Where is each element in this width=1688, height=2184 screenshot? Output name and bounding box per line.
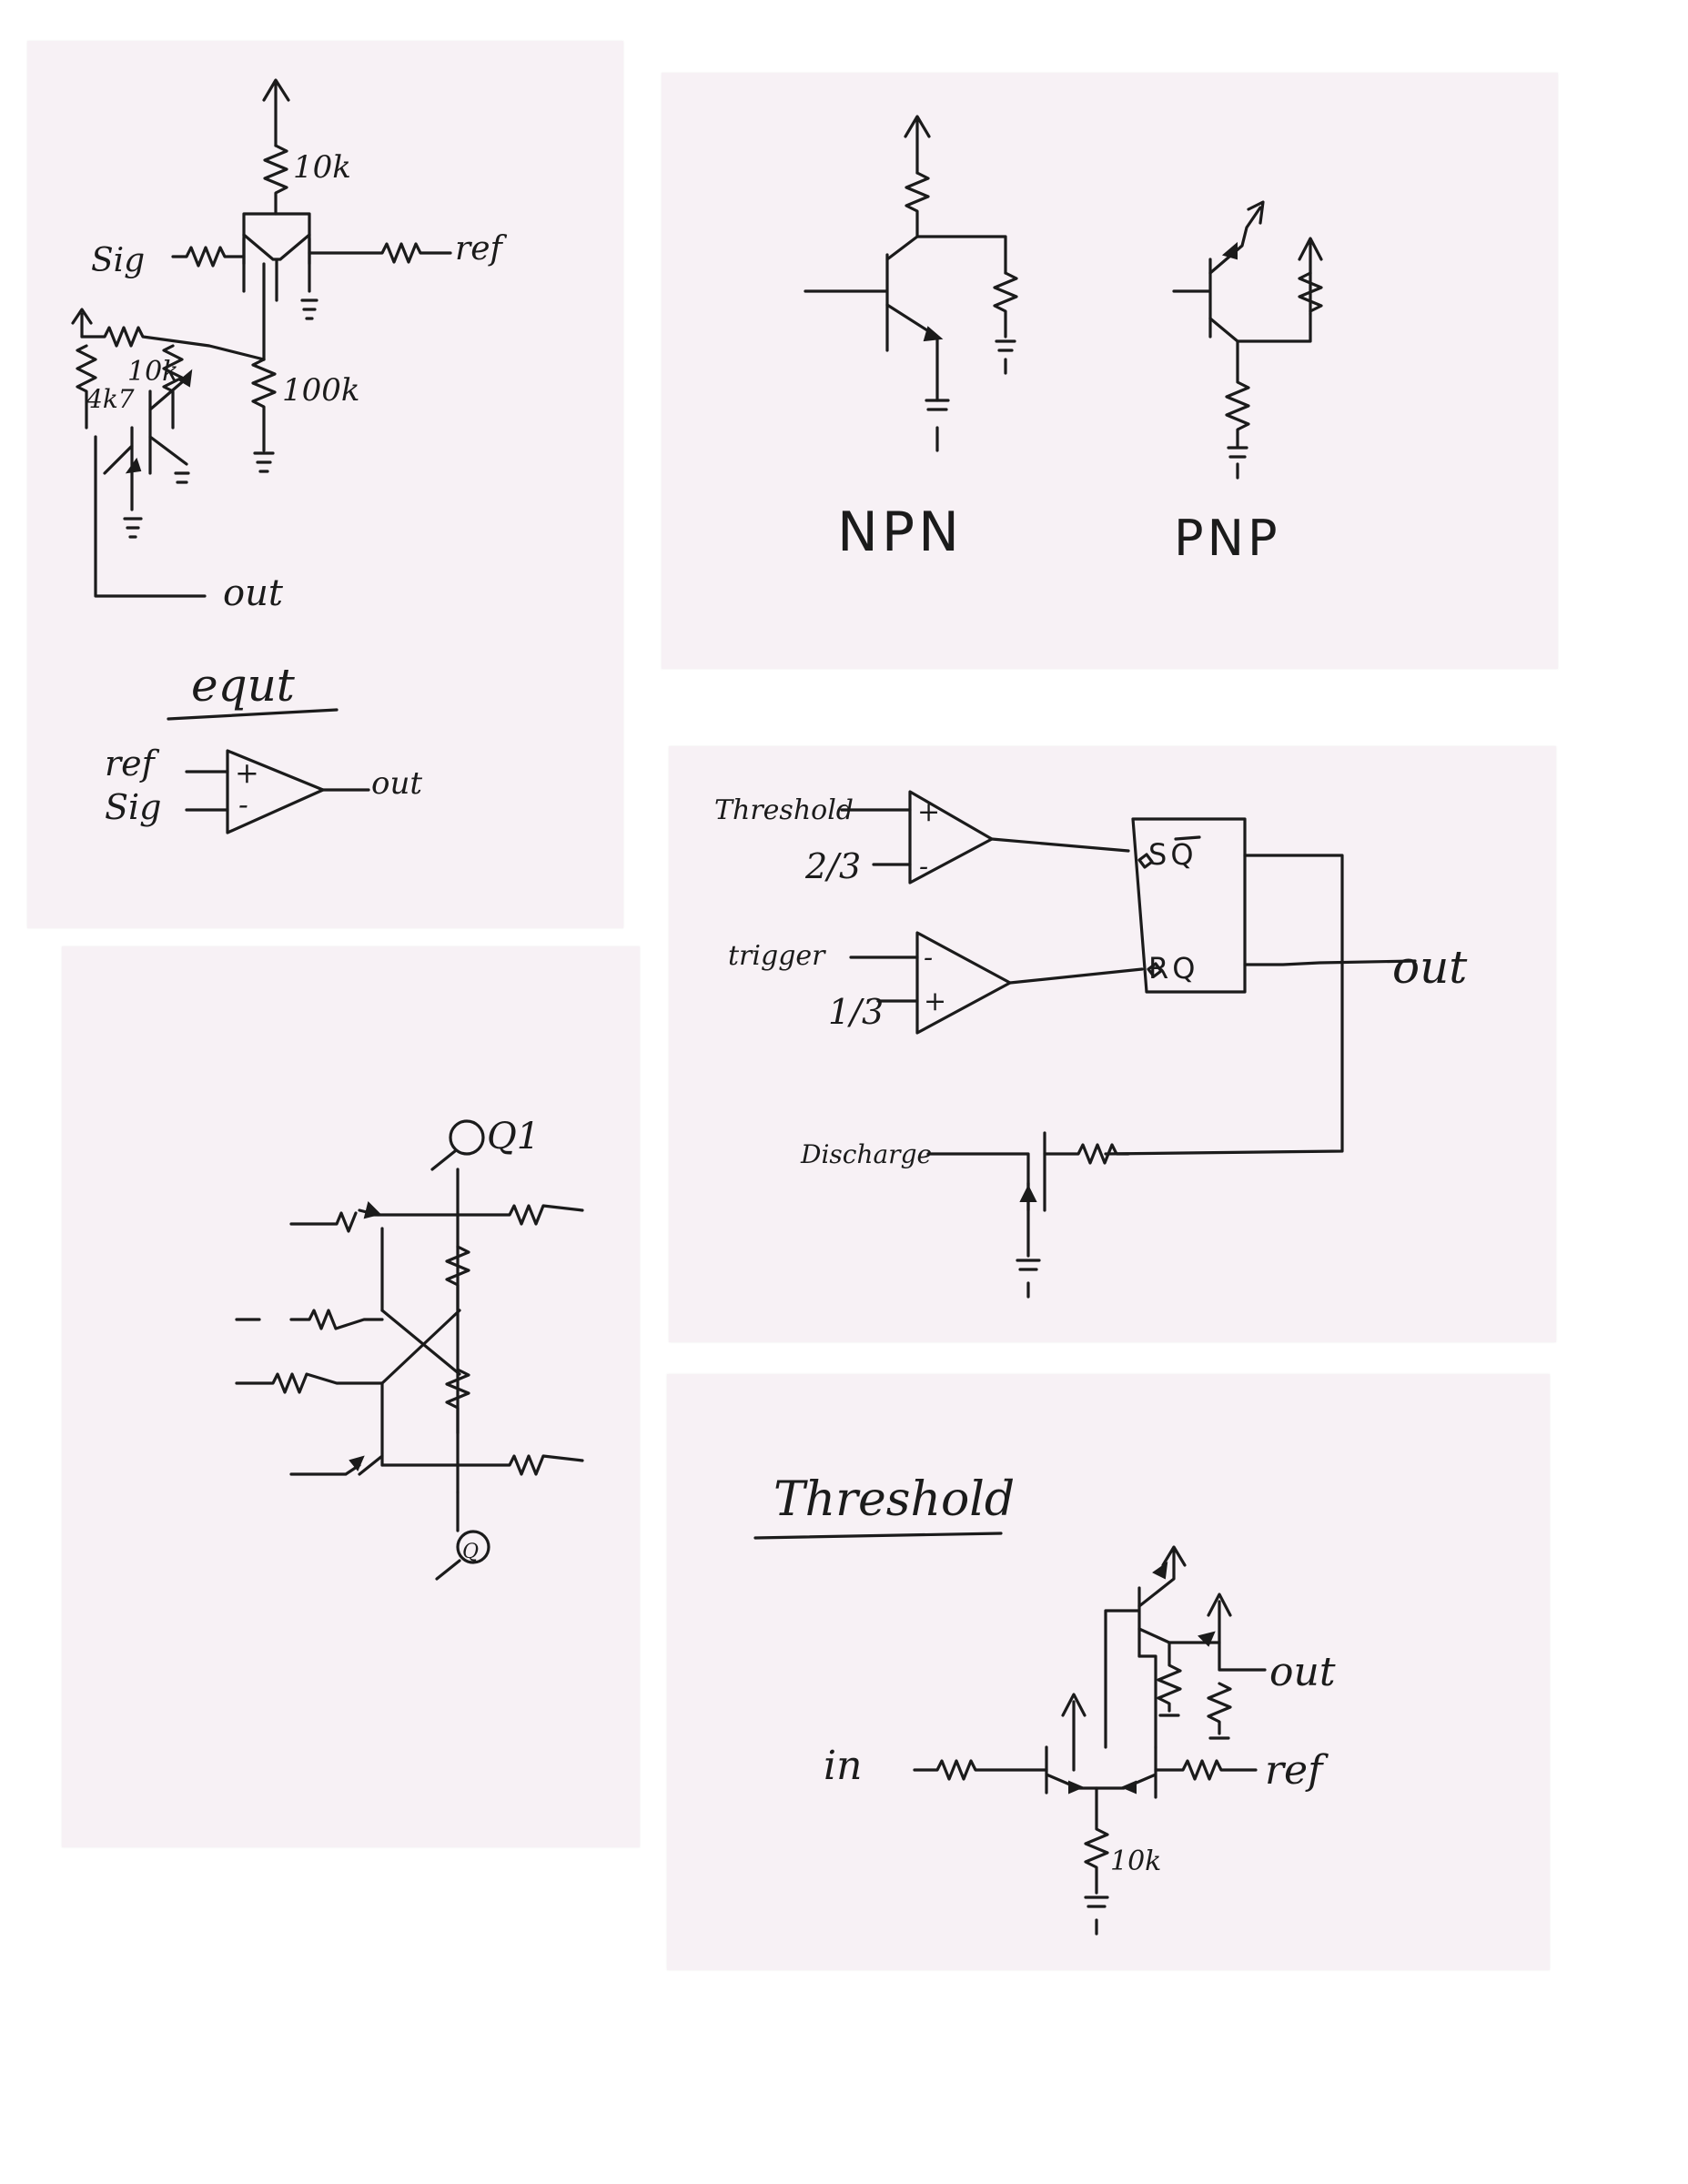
label-4k7: 4k7 [86, 384, 135, 414]
comparator-circuit: 10k Sig ref 100k 4k7 10k out [71, 78, 508, 614]
card-threshold [667, 1374, 1550, 1970]
label-ref: ref [455, 230, 508, 268]
equiv-plus: + [235, 755, 259, 790]
equiv-sig: Sig [105, 787, 162, 827]
threshold-ref: ref [1265, 1747, 1329, 1794]
label-one-third: 1/3 [828, 992, 884, 1032]
label-pnp: PNP [1174, 510, 1281, 567]
label-discharge: Discharge [800, 1139, 932, 1169]
timer-block: Threshold 2/3 + - trigger 1/3 - + SQ RQ … [714, 790, 1468, 1299]
q2-terminal [456, 1530, 490, 1564]
npn-sketch: NPN [804, 115, 1018, 564]
comp1-minus: - [919, 851, 928, 883]
label-out: out [223, 572, 284, 614]
label-threshold-in: Threshold [714, 794, 854, 826]
latch-rq: RQ [1148, 951, 1198, 986]
label-two-thirds: 2/3 [804, 846, 861, 886]
equiv-minus: - [238, 787, 248, 822]
card-flipflop [62, 946, 640, 1847]
equiv-ref: ref [105, 743, 160, 784]
card-transistors [662, 73, 1558, 669]
label-timer-out: out [1392, 941, 1468, 994]
latch-sq: SQ [1148, 837, 1198, 872]
equiv-title: equt [191, 659, 296, 712]
threshold-circuit: Threshold in ref 10k out [753, 1472, 1336, 1936]
threshold-out: out [1269, 1649, 1336, 1695]
comp2-minus: - [924, 942, 933, 974]
label-trigger: trigger [728, 940, 826, 972]
label-sig: Sig [91, 242, 145, 279]
label-q1: Q1 [487, 1116, 540, 1158]
label-npn: NPN [837, 500, 963, 564]
threshold-10k: 10k [1110, 1845, 1161, 1877]
card-timer [669, 746, 1556, 1342]
comparator-equivalent: equt + - ref Sig out [105, 659, 422, 834]
q1-terminal [449, 1119, 485, 1156]
comp1-plus: + [917, 796, 940, 828]
flipflop-circuit: Q1 Q [235, 1116, 584, 1581]
equiv-out: out [371, 765, 422, 802]
label-10k-top: 10k [293, 149, 351, 186]
pnp-sketch: PNP [1172, 200, 1323, 567]
card-comparator [27, 41, 623, 928]
threshold-in: in [824, 1743, 862, 1789]
label-100k: 100k [282, 372, 360, 409]
threshold-title: Threshold [773, 1472, 1015, 1527]
comp2-plus: + [924, 986, 946, 1017]
label-q2: Q [462, 1541, 479, 1563]
